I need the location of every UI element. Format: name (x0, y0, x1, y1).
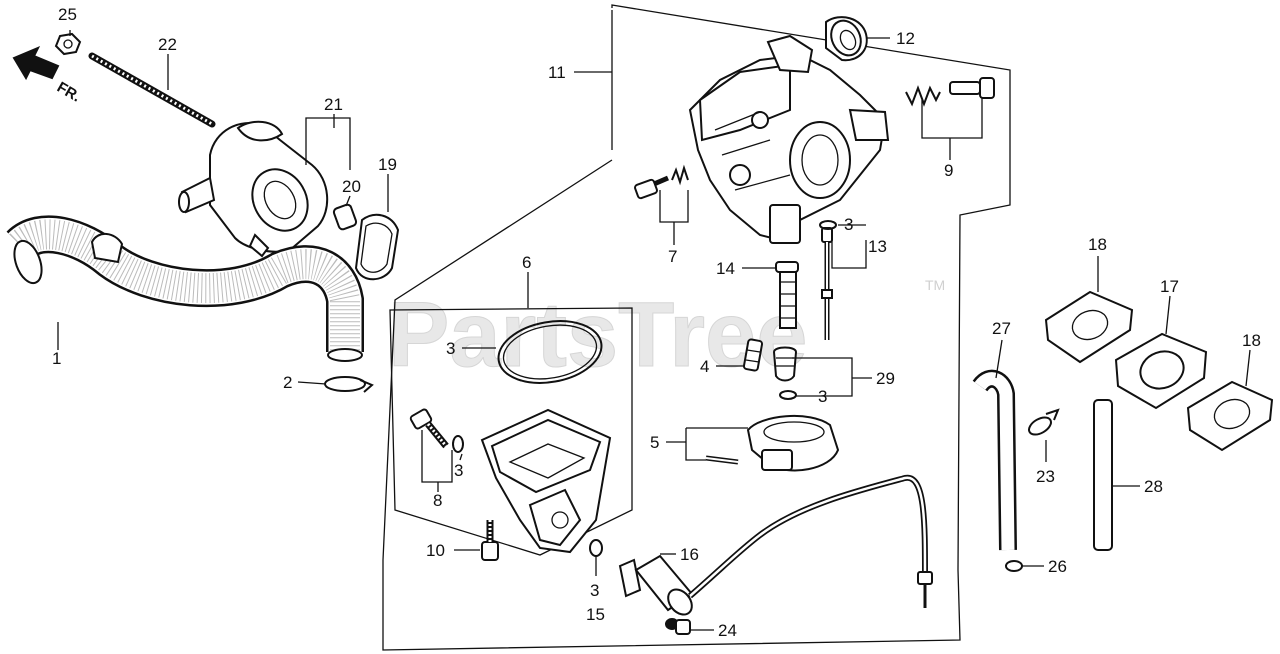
part-1-intake-hose (6, 215, 364, 362)
callout-19: 19 (378, 155, 397, 174)
callout-26: 26 (1048, 557, 1067, 576)
part-22-stud-bolt (88, 52, 216, 128)
front-direction-arrow: FR. (12, 46, 83, 106)
callout-28: 28 (1144, 477, 1163, 496)
part-3-washer (819, 220, 837, 230)
part-17-insulator (1114, 332, 1208, 410)
callout-7: 7 (668, 247, 677, 266)
front-arrow-icon (12, 46, 60, 81)
callout-23: 23 (1036, 467, 1055, 486)
callout-24: 24 (718, 621, 737, 640)
carburetor-group-outline (382, 4, 1011, 651)
callout-1: 1 (52, 349, 61, 368)
callout-17: 17 (1160, 277, 1179, 296)
callout-21: 21 (324, 95, 343, 114)
part-4-main-jet (742, 338, 764, 372)
callout-3: 3 (844, 215, 853, 234)
callout-8: 8 (433, 491, 442, 510)
part-3-washer (589, 539, 603, 557)
callout-6: 6 (522, 253, 531, 272)
part-13-float-valve (821, 227, 833, 340)
callout-4: 4 (700, 357, 709, 376)
part-float-bowl (480, 408, 612, 554)
part-9-throttle-stop-screw (905, 77, 995, 107)
callout-5: 5 (650, 433, 659, 452)
part-12-seal-ring (825, 16, 868, 62)
callout-13: 13 (868, 237, 887, 256)
leader-lines (57, 30, 1251, 631)
callout-22: 22 (158, 35, 177, 54)
part-11-carburetor-body (688, 34, 890, 244)
part-7-pilot-screw (634, 164, 689, 200)
callout-labels: 25 22 21 20 19 1 2 11 12 9 7 3 13 14 4 2… (52, 5, 1261, 640)
part-14-main-nozzle (775, 261, 799, 329)
part-2-hose-clamp (324, 376, 374, 393)
callout-15: 15 (586, 605, 605, 624)
callout-3: 3 (590, 581, 599, 600)
part-24-screw (665, 618, 691, 635)
part-26-clip (1005, 560, 1023, 572)
part-18-gasket-upper (1044, 290, 1134, 364)
part-29-needle-jet (772, 346, 798, 382)
part-19-gasket (354, 213, 400, 281)
part-10-bolt (481, 520, 499, 561)
callout-3: 3 (818, 387, 827, 406)
callout-16: 16 (680, 545, 699, 564)
part-3-bowl-gasket (497, 320, 603, 384)
callout-3: 3 (454, 461, 463, 480)
part-16-solenoid (618, 474, 933, 616)
callout-18: 18 (1088, 235, 1107, 254)
callout-14: 14 (716, 259, 735, 278)
part-8-drain-screw (409, 408, 449, 449)
part-18-gasket-lower (1186, 380, 1274, 452)
callout-27: 27 (992, 319, 1011, 338)
part-5-float (705, 414, 840, 472)
callout-9: 9 (944, 161, 953, 180)
part-25-nut (54, 32, 82, 56)
part-23-clip (1028, 408, 1060, 436)
callout-12: 12 (896, 29, 915, 48)
callout-11: 11 (548, 63, 566, 82)
callout-18: 18 (1242, 331, 1261, 350)
part-20-sleeve (332, 203, 358, 231)
callout-29: 29 (876, 369, 895, 388)
callout-25: 25 (58, 5, 77, 24)
callout-20: 20 (342, 177, 361, 196)
front-label: FR. (54, 79, 83, 106)
part-3-washer (452, 435, 464, 453)
callout-2: 2 (283, 373, 292, 392)
callout-10: 10 (426, 541, 445, 560)
part-27-breather-tube (972, 369, 1017, 551)
part-21-intake-elbow (178, 120, 329, 258)
part-3-washer (779, 390, 797, 400)
watermark-tm: TM (925, 277, 945, 293)
part-28-tube (1093, 399, 1113, 551)
callout-3: 3 (446, 339, 455, 358)
